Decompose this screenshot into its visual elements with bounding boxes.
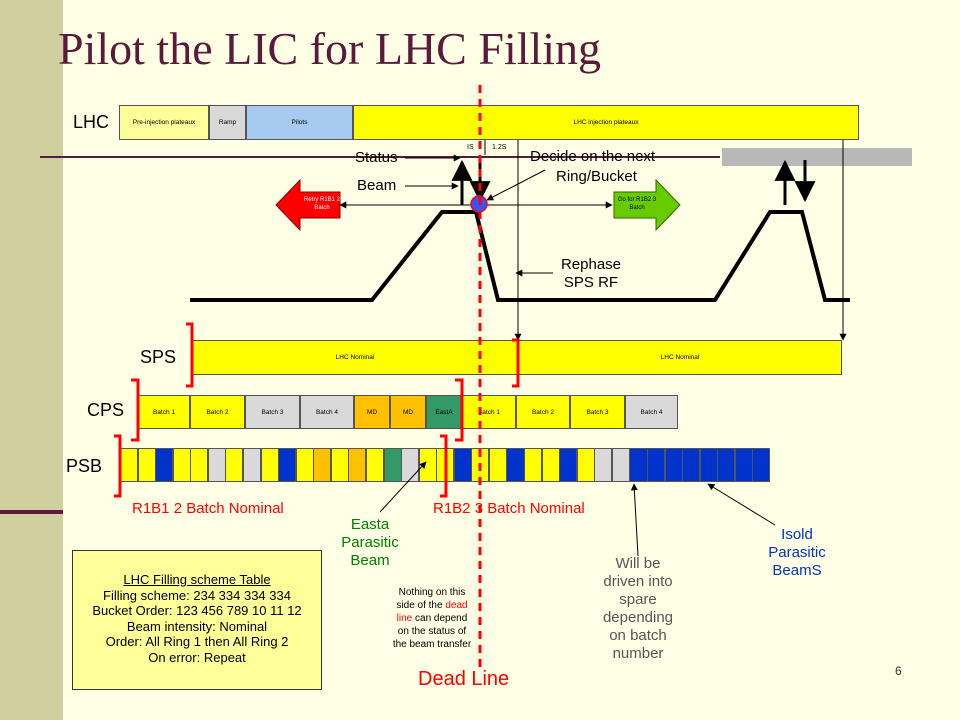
- psb-cell: [313, 448, 332, 482]
- dead-line-label: Dead Line: [418, 668, 510, 690]
- row-label-lhc: LHC: [73, 112, 110, 132]
- psb-cell: [664, 448, 683, 482]
- left-sidebar-divider: [0, 510, 63, 514]
- psb-cell: [611, 448, 630, 482]
- cps-box-md: MD: [390, 395, 426, 429]
- psb-cell: [348, 448, 367, 482]
- magnet-cycle-curve: [190, 210, 850, 302]
- rephase-label: SPS RF: [563, 274, 619, 291]
- cps-box-md: MD: [354, 395, 390, 429]
- cps-box-batch: Batch 4: [625, 395, 678, 429]
- cps-box-batch: Batch 1: [462, 395, 516, 429]
- title-rule: [40, 156, 720, 158]
- lhc-box-injection-plateaux: LHC injection plateaux: [353, 105, 859, 140]
- psb-cell: [682, 448, 701, 482]
- nothing-note: Nothing on this side of the dead line ca…: [392, 587, 472, 650]
- psb-cell: [383, 448, 402, 482]
- lhc-box-pilots: Pilots: [246, 105, 353, 140]
- decide-pointer: [486, 169, 546, 201]
- isold-pointer: [707, 483, 776, 526]
- psb-cell: [278, 448, 297, 482]
- title-rule-grey-block: [722, 148, 912, 166]
- slide-title: Pilot the LIC for LHC Filling: [58, 23, 602, 74]
- psb-cell: [137, 448, 156, 482]
- lhc-box-preinjection: Pre-injection plateaux: [119, 105, 209, 140]
- rephase-label: Rephase: [560, 256, 622, 273]
- table-line: Filling scheme: 234 334 334 334: [103, 587, 291, 603]
- r1b2-label: R1B2 3 Batch Nominal: [433, 500, 585, 517]
- psb-cell: [506, 448, 525, 482]
- lhc-box-ramp: Ramp: [209, 105, 246, 140]
- beam-label: Beam: [357, 177, 397, 194]
- psb-cell: [541, 448, 560, 482]
- table-line: Bucket Order: 123 456 789 10 11 12: [92, 603, 302, 618]
- lhc-marker-t1: IS: [467, 144, 474, 151]
- cps-box-batch: Batch 2: [190, 395, 245, 429]
- ring-bucket-label: Ring/Bucket: [556, 168, 637, 185]
- cps-box-batch: Batch 3: [245, 395, 300, 429]
- goto-text: Go for R1B2 3 Batch: [617, 197, 657, 211]
- cps-box-batch: Batch 2: [516, 395, 570, 429]
- row-label-psb: PSB: [66, 456, 103, 476]
- row-label-sps: SPS: [140, 347, 177, 367]
- table-line: Order: All Ring 1 then All Ring 2: [105, 634, 289, 649]
- psb-cell: [629, 448, 648, 482]
- cps-box-batch: Batch 1: [138, 395, 190, 429]
- filling-scheme-table: LHC Filling scheme Table Filling scheme:…: [72, 550, 322, 690]
- decide-label: Decide on the next: [530, 148, 656, 165]
- psb-cell: [734, 448, 753, 482]
- easta-pointer: [379, 461, 427, 513]
- psb-cell: [594, 448, 613, 482]
- table-heading: LHC Filling scheme Table: [123, 572, 271, 587]
- red-marker: [440, 434, 448, 498]
- psb-cell: [330, 448, 349, 482]
- red-marker: [512, 338, 520, 388]
- red-marker: [455, 378, 464, 442]
- retry-arrow: [275, 178, 341, 232]
- r1b1-label: R1B1 2 Batch Nominal: [132, 500, 284, 517]
- red-marker: [186, 322, 194, 388]
- spare-pointer: [630, 483, 639, 557]
- psb-cell: [647, 448, 666, 482]
- psb-cell: [488, 448, 507, 482]
- psb-cell: [172, 448, 191, 482]
- psb-cell: [699, 448, 718, 482]
- psb-cell: [752, 448, 771, 482]
- sps-box-lhc-nominal-2: LHC Nominal: [518, 340, 842, 375]
- retry-text: Retry R1B1 2 Batch: [303, 197, 340, 211]
- row-label-cps: CPS: [87, 400, 125, 420]
- psb-cell: [401, 448, 420, 482]
- psb-cell: [260, 448, 279, 482]
- table-line: On error: Repeat: [148, 649, 246, 665]
- goto-arrow: [613, 178, 681, 232]
- psb-cell: [190, 448, 209, 482]
- psb-cell: [295, 448, 314, 482]
- red-marker: [114, 434, 122, 498]
- page-number: 6: [895, 664, 902, 678]
- psb-cell: [155, 448, 174, 482]
- psb-cell: [453, 448, 472, 482]
- left-sidebar-bar: [0, 0, 63, 720]
- lhc-marker-t2: 1.2S: [492, 144, 507, 151]
- psb-cell: [242, 448, 262, 482]
- psb-cell: [225, 448, 244, 482]
- cps-box-batch: Batch 3: [570, 395, 625, 429]
- psb-cell: [365, 448, 384, 482]
- psb-cell: [717, 448, 736, 482]
- table-line: Beam intensity: Nominal: [126, 618, 268, 634]
- psb-cell: [576, 448, 595, 482]
- red-marker: [131, 378, 140, 442]
- psb-cell: [524, 448, 543, 482]
- psb-cell: [207, 448, 226, 482]
- psb-cell: [418, 448, 437, 482]
- status-label: Status: [355, 149, 398, 166]
- cps-box-batch: Batch 4: [300, 395, 354, 429]
- psb-cell: [559, 448, 578, 482]
